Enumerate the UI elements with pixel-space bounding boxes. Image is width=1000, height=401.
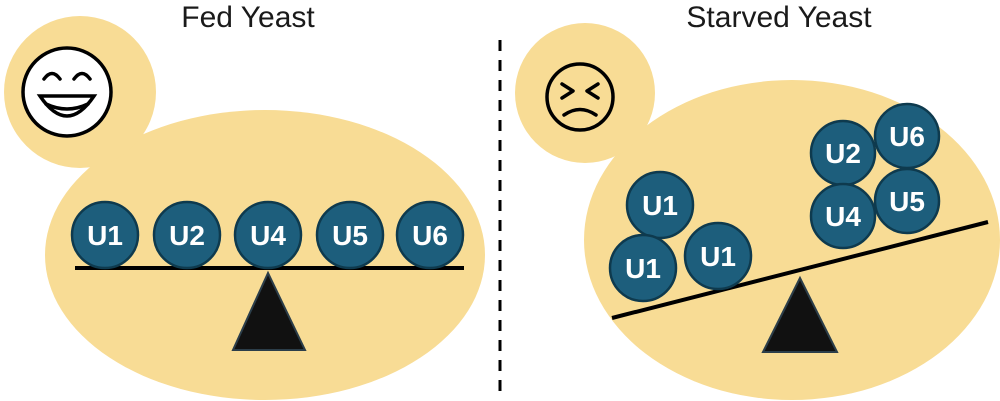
snrna-label: U1 xyxy=(87,220,123,251)
snrna-label: U1 xyxy=(625,253,661,284)
snrna-label: U6 xyxy=(889,121,925,152)
snrna-label: U6 xyxy=(412,220,448,251)
snrna-u1: U1 xyxy=(608,233,678,303)
smiling-face-icon xyxy=(21,46,113,138)
fed-yeast-panel: Fed Yeast U1 U2 U4 U5 U6 xyxy=(4,1,485,400)
snrna-circle xyxy=(625,170,695,240)
snrna-circle xyxy=(809,182,877,250)
snrna-circle xyxy=(395,200,465,270)
snrna-circle xyxy=(608,233,678,303)
snrna-label: U5 xyxy=(332,220,368,251)
snrna-circle xyxy=(70,200,140,270)
snrna-label: U4 xyxy=(825,201,861,232)
snrna-u2: U2 xyxy=(152,200,222,270)
snrna-label: U2 xyxy=(825,138,861,169)
snrna-label: U4 xyxy=(250,220,286,251)
starved-balance-fulcrum xyxy=(761,275,839,353)
snrna-u6: U6 xyxy=(395,200,465,270)
snrna-circle xyxy=(315,200,385,270)
fed-balance-fulcrum xyxy=(231,270,307,351)
snrna-u5: U5 xyxy=(315,200,385,270)
snrna-label: U2 xyxy=(169,220,205,251)
snrna-u6: U6 xyxy=(873,102,941,170)
snrna-circle xyxy=(873,167,941,235)
snrna-u5: U5 xyxy=(873,167,941,235)
snrna-u4: U4 xyxy=(233,200,303,270)
starved-balance-beam xyxy=(611,220,989,320)
snrna-label: U5 xyxy=(889,186,925,217)
snrna-circle xyxy=(152,200,222,270)
snrna-u1: U1 xyxy=(625,170,695,240)
snrna-label: U1 xyxy=(700,241,736,272)
fed-snrna-group: U1 U2 U4 U5 U6 xyxy=(70,200,465,270)
snrna-u4: U4 xyxy=(809,182,877,250)
snrna-circle xyxy=(683,221,753,291)
snrna-u1: U1 xyxy=(70,200,140,270)
starved-yeast-title: Starved Yeast xyxy=(686,1,872,34)
snrna-circle xyxy=(233,200,303,270)
unhappy-face-icon xyxy=(545,62,615,132)
fed-yeast-title: Fed Yeast xyxy=(181,1,315,34)
snrna-u1: U1 xyxy=(683,221,753,291)
snrna-u2: U2 xyxy=(809,119,877,187)
snrna-label: U1 xyxy=(642,190,678,221)
